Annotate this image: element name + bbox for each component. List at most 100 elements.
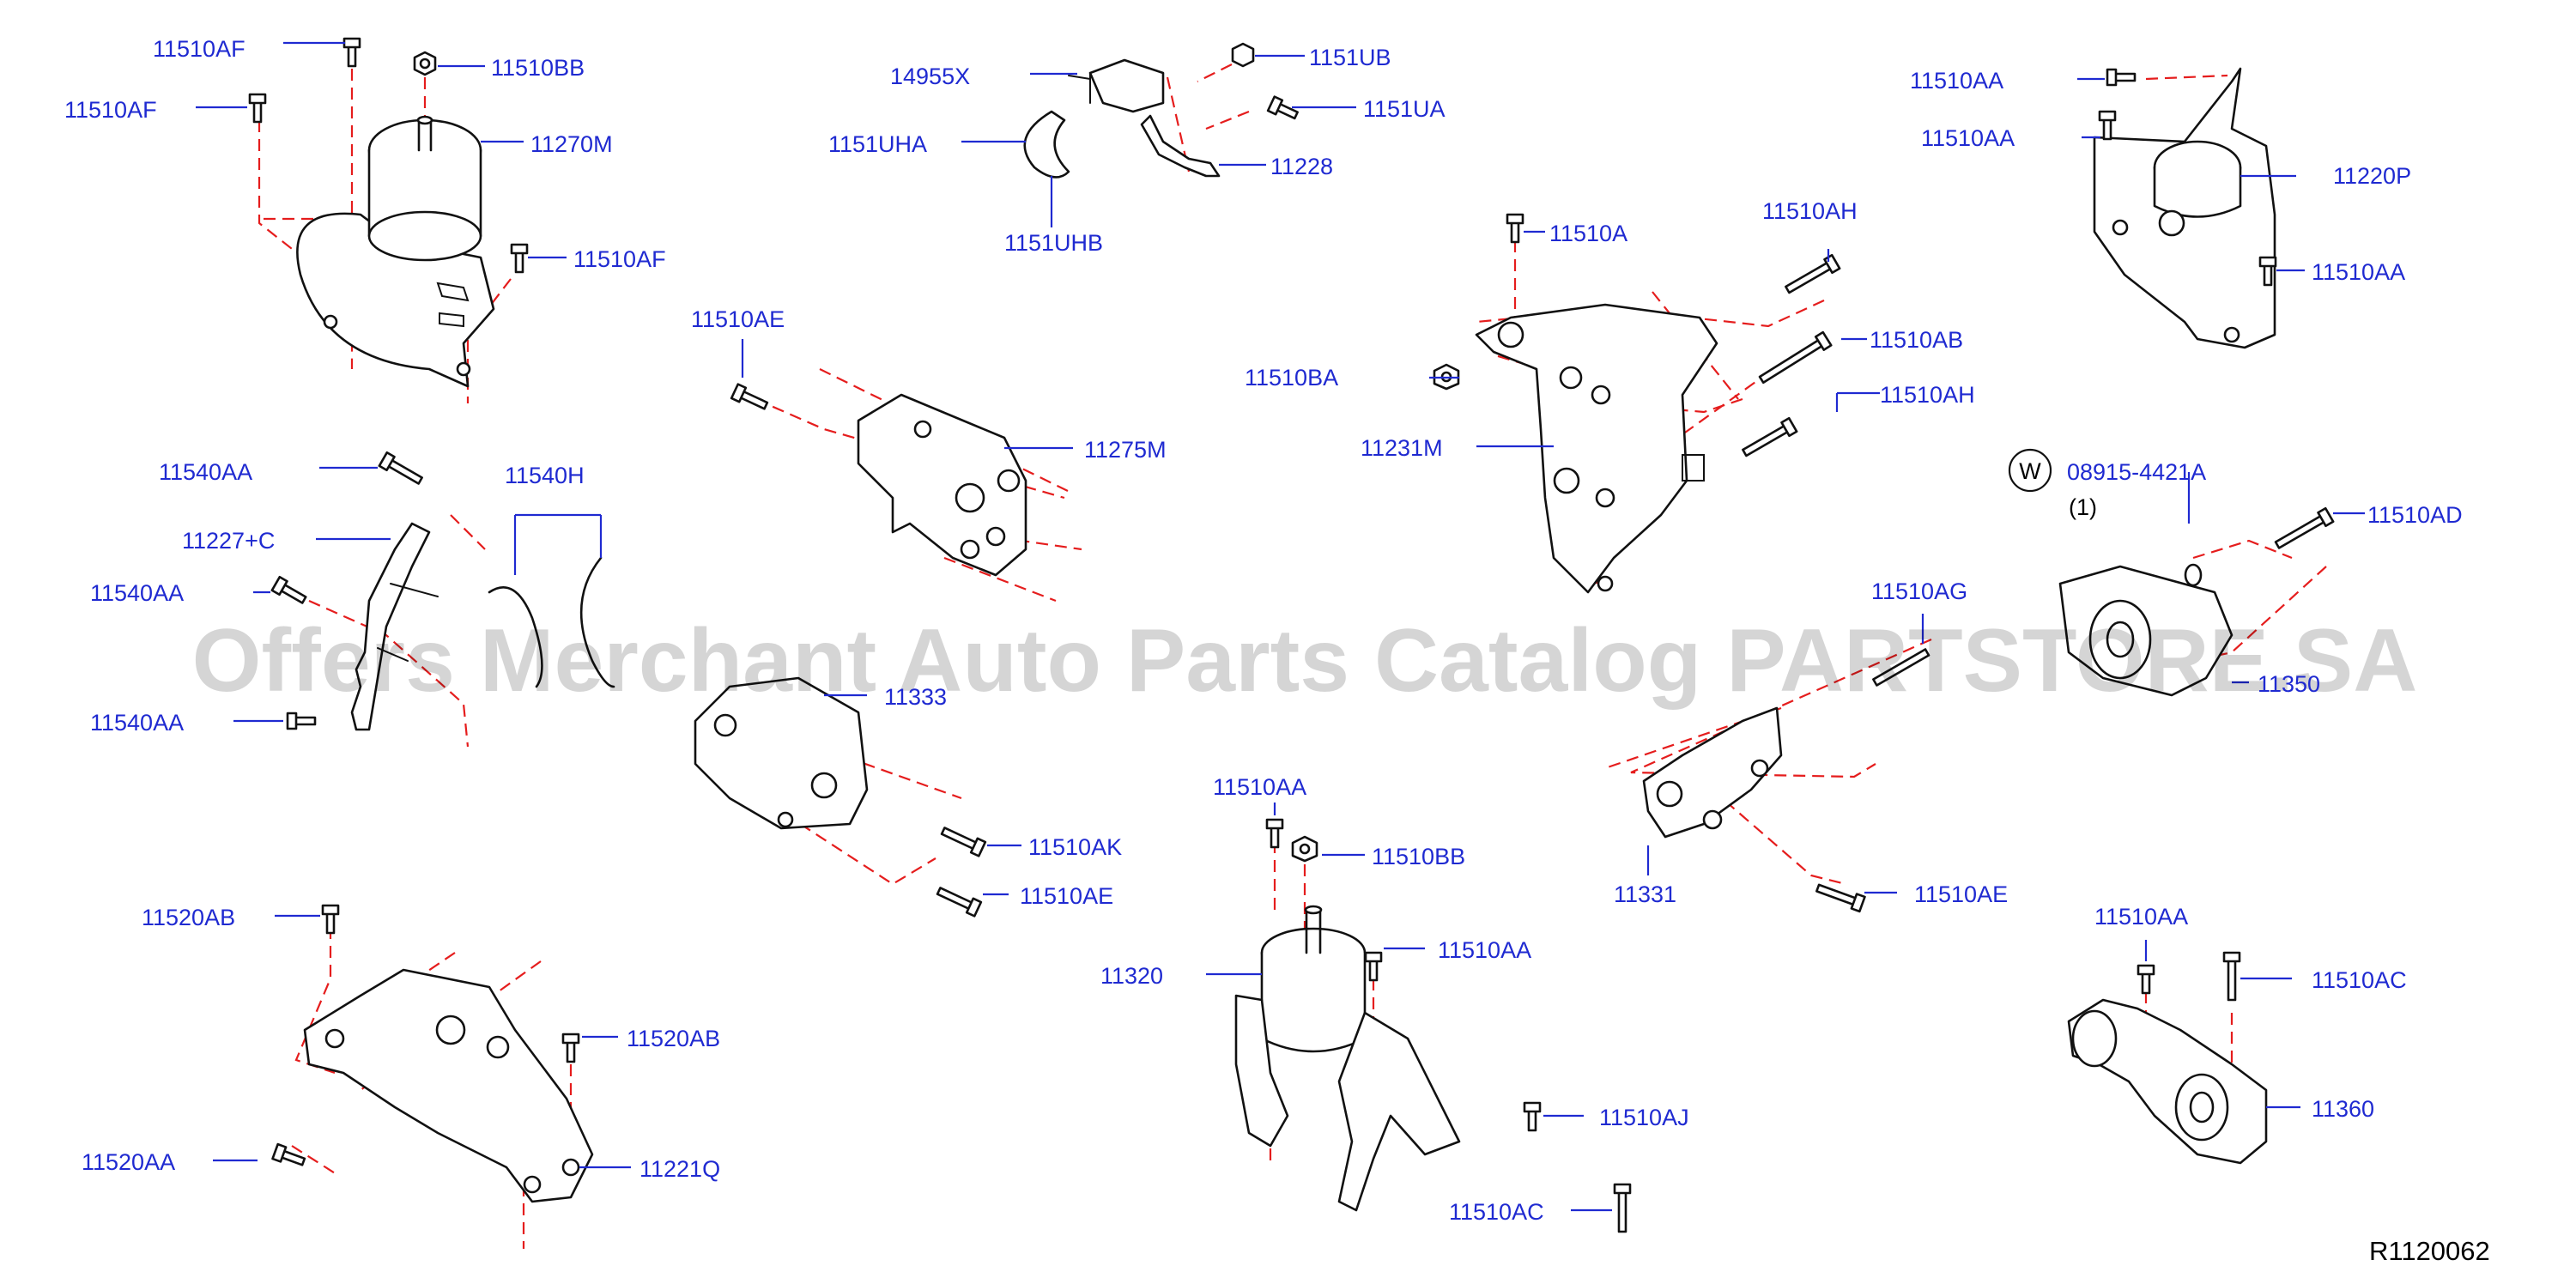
part-11333-mount xyxy=(694,676,869,830)
callout-label: 1151UHA xyxy=(828,131,927,157)
callout-label: 11510AC xyxy=(2312,967,2407,993)
callout-label: 11510BB xyxy=(491,55,585,81)
bolt-icon xyxy=(1785,253,1841,294)
callout-label: 11220P xyxy=(2333,163,2411,189)
callout-label: 11331 xyxy=(1614,881,1676,907)
callout-label: 11231M xyxy=(1361,435,1443,461)
watermark-text: Offers Merchant Auto Parts Catalog PARTS… xyxy=(192,611,2418,711)
callout-label: 11510AE xyxy=(1914,881,2008,907)
callout-label: 11510AF xyxy=(153,36,245,62)
part-11350-mount xyxy=(2058,565,2234,697)
callout-label: 11510AA xyxy=(1910,68,2003,94)
part-11540H-hose xyxy=(488,556,615,688)
part-11221Q-bracket xyxy=(303,968,594,1203)
bolt-icon xyxy=(248,93,267,124)
part-11331-bracket xyxy=(1642,706,1783,839)
bolt-icon xyxy=(286,712,317,730)
callout-label: 11510AD xyxy=(2367,502,2463,528)
bolt-icon xyxy=(1758,330,1833,385)
callout-label: 11510AA xyxy=(2094,904,2188,930)
nut-icon xyxy=(1231,42,1255,68)
washer-icon xyxy=(2184,563,2203,587)
callout-label: 11221Q xyxy=(639,1156,720,1182)
bolt-icon xyxy=(1815,883,1866,913)
callout-label: 11540AA xyxy=(90,710,184,736)
bolt-icon xyxy=(2222,951,2241,1002)
callout-label: 11520AB xyxy=(627,1026,720,1051)
callout-labels: 11510AF 11510BB 11510AF 11270M 11510AF 1… xyxy=(64,36,2463,1225)
part-11228-bracket xyxy=(1140,114,1221,178)
bolt-icon xyxy=(561,1033,580,1063)
callout-label: 11510AG xyxy=(1871,578,1967,604)
callout-label: 11510AC xyxy=(1449,1199,1544,1225)
callout-label: 11540AA xyxy=(90,580,184,606)
bolt-icon xyxy=(940,827,987,857)
callout-label: 11510AF xyxy=(64,97,157,123)
bolt-icon xyxy=(1742,416,1798,457)
callout-label: 11350 xyxy=(2258,671,2320,697)
bolt-icon xyxy=(1506,213,1524,244)
bolt-icon xyxy=(271,1142,306,1166)
bolt-icon xyxy=(2137,964,2155,995)
callout-label: 11510AF xyxy=(573,246,666,272)
bolt-icon xyxy=(270,575,307,604)
callout-label: 11275M xyxy=(1084,437,1167,463)
bolt-icon xyxy=(1265,818,1284,849)
washer-note: W 08915-4421A (1) xyxy=(2008,448,2206,520)
part-14955X-sensor xyxy=(1068,58,1165,113)
callout-label: 11520AB xyxy=(142,905,235,930)
nut-icon xyxy=(413,51,437,76)
bolt-icon xyxy=(2098,110,2117,141)
washer-part-number: 08915-4421A xyxy=(2067,459,2206,485)
part-11227C-bracket xyxy=(350,522,439,731)
part-11360-mount xyxy=(2067,998,2268,1165)
callout-label: 11510AA xyxy=(1213,774,1306,800)
leader-lines xyxy=(196,41,2365,1212)
callout-label: 11228 xyxy=(1270,154,1333,179)
bolt-icon xyxy=(1872,648,1930,687)
bolt-icon xyxy=(342,37,361,68)
callout-label: 11510AH xyxy=(1762,198,1858,224)
bolt-icon xyxy=(2258,256,2277,287)
washer-symbol: W xyxy=(2019,458,2041,484)
callout-label: 11510AA xyxy=(1438,937,1531,963)
callout-label: 11510AK xyxy=(1028,834,1122,860)
part-11275M-bracket xyxy=(857,393,1027,577)
bolt-icon xyxy=(936,887,983,918)
bolt-icon xyxy=(2274,506,2335,549)
callout-label: 11227+C xyxy=(182,528,275,554)
bolt-icon xyxy=(1523,1101,1542,1132)
callout-label: 1151UB xyxy=(1309,45,1391,70)
callout-label: 11510AJ xyxy=(1599,1105,1689,1130)
callout-label: 11320 xyxy=(1100,963,1163,989)
part-11270M-engine-mount xyxy=(296,115,495,388)
callout-label: 14955X xyxy=(890,64,970,89)
nut-icon xyxy=(1291,835,1318,863)
callout-label: 11510AA xyxy=(1921,125,2015,151)
callout-label: 11510A xyxy=(1549,221,1627,246)
callout-label: 11270M xyxy=(530,131,613,157)
callout-label: 11510BB xyxy=(1372,844,1465,869)
bolt-icon xyxy=(1364,951,1383,982)
callout-label: 11510AA xyxy=(2312,259,2405,285)
bolt-icons xyxy=(248,37,2335,1233)
bolt-icon xyxy=(378,451,423,485)
callout-label: 11510AB xyxy=(1870,327,1963,353)
callout-label: 1151UHB xyxy=(1004,230,1103,256)
part-1151UHA-hose xyxy=(1023,110,1070,179)
washer-symbol-circle xyxy=(2008,448,2052,493)
callout-label: 1151UA xyxy=(1363,96,1446,122)
callout-label: 11333 xyxy=(884,684,947,710)
callout-label: 11510AE xyxy=(1020,883,1113,909)
part-11320-mount xyxy=(1234,905,1461,1212)
callout-label: 11510AE xyxy=(691,306,785,332)
bolt-icon xyxy=(321,904,340,935)
washer-quantity: (1) xyxy=(2069,494,2097,520)
part-11220P-mount xyxy=(2093,67,2276,349)
part-11231M-bracket xyxy=(1475,303,1718,594)
callout-label: 11360 xyxy=(2312,1096,2374,1122)
bolt-icon xyxy=(1266,95,1299,120)
bolt-icon xyxy=(510,243,529,274)
